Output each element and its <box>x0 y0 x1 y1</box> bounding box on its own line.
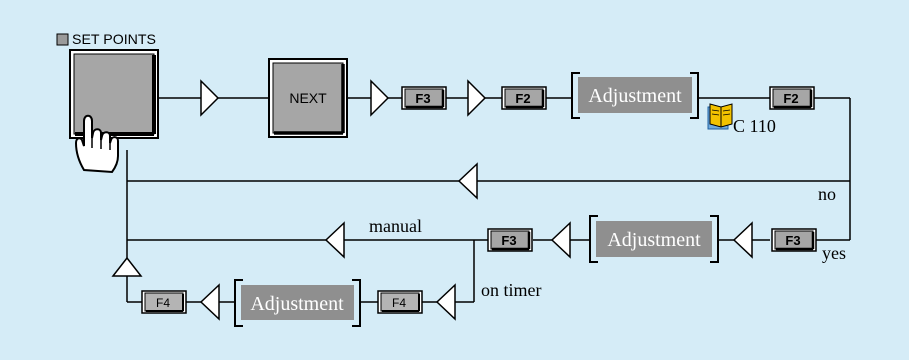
next-key-label: NEXT <box>289 90 327 106</box>
f2-key-right-label: F2 <box>783 91 798 106</box>
branch-label-yes: yes <box>822 243 846 263</box>
f4-key-left-label: F4 <box>156 296 170 310</box>
f3-key-middle[interactable]: F3 <box>487 228 533 252</box>
arrow-left <box>199 283 220 321</box>
adjustment-bottom-label: Adjustment <box>250 293 344 315</box>
f4-key-right-label: F4 <box>392 296 406 310</box>
adjustment-box-bottom[interactable]: Adjustment <box>234 279 361 327</box>
branch-label-on-timer: on timer <box>481 280 542 300</box>
arrow-left <box>550 221 571 259</box>
arrow-right <box>200 79 220 117</box>
f2-key-right[interactable]: F2 <box>769 86 815 110</box>
adjustment-top-label: Adjustment <box>588 85 682 107</box>
f3-key-top-label: F3 <box>415 91 430 106</box>
next-key[interactable]: NEXT <box>268 58 348 138</box>
arrow-up <box>111 256 143 277</box>
reference-text: C 110 <box>733 116 776 136</box>
branch-label-no: no <box>818 184 836 204</box>
flow-arrows <box>111 79 753 321</box>
arrow-right <box>370 79 390 117</box>
f3-key-middle-label: F3 <box>501 233 516 248</box>
arrow-left <box>732 221 753 259</box>
manual-book-icon <box>707 103 733 130</box>
set-points-square-icon <box>56 33 69 46</box>
pointing-hand-icon <box>74 114 119 174</box>
arrow-right <box>467 79 487 117</box>
arrow-left <box>324 221 345 259</box>
f3-key-top[interactable]: F3 <box>401 86 447 110</box>
adjustment-box-middle[interactable]: Adjustment <box>589 215 719 263</box>
f4-key-left[interactable]: F4 <box>141 290 187 314</box>
adjustment-middle-label: Adjustment <box>607 229 701 251</box>
f2-key-top[interactable]: F2 <box>501 86 547 110</box>
f4-key-right[interactable]: F4 <box>377 290 423 314</box>
arrow-left <box>457 162 478 200</box>
f2-key-top-label: F2 <box>515 91 530 106</box>
f3-key-yes-label: F3 <box>785 233 800 248</box>
adjustment-box-top[interactable]: Adjustment <box>571 72 699 119</box>
arrow-left <box>435 283 456 321</box>
f3-key-yes[interactable]: F3 <box>771 228 817 252</box>
branch-label-manual: manual <box>369 216 422 236</box>
set-points-title: SET POINTS <box>72 31 156 47</box>
